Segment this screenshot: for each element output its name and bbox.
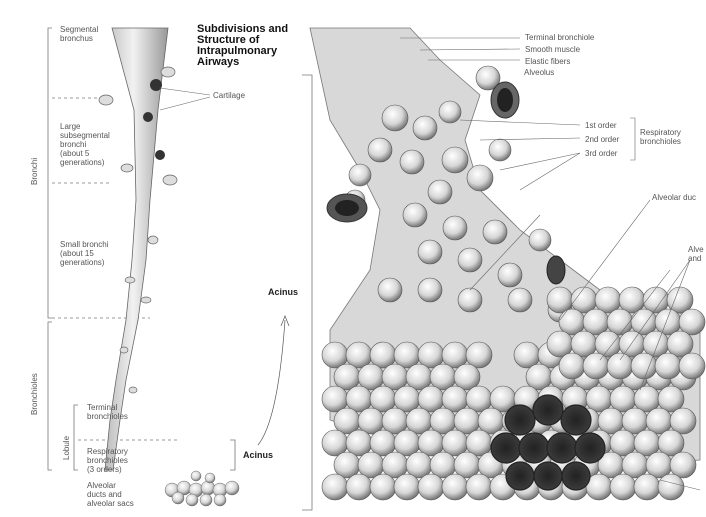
cartilage-leaders: [160, 88, 210, 110]
alveolus-shape: [483, 220, 507, 244]
alveolus-shape: [631, 353, 657, 379]
alveolus-shape: [428, 180, 452, 204]
alveolus-shape: [439, 101, 461, 123]
alveolus-shape: [322, 474, 348, 500]
diagram-title: Subdivisions and Structure of Intrapulmo…: [197, 24, 288, 68]
label-acinus-mid: Acinus: [268, 287, 298, 297]
side-label-bronchioles: Bronchioles: [30, 373, 39, 415]
alveolus-shape: [378, 278, 402, 302]
alveolus-shape: [413, 116, 437, 140]
alveolus-shape: [506, 462, 534, 490]
alveolus-shape: [658, 474, 684, 500]
alveolus-shape: [547, 433, 577, 463]
label-2nd-order: 2nd order: [585, 135, 619, 144]
alveolus-shape: [443, 216, 467, 240]
alveolus-shape: [418, 278, 442, 302]
label-acinus-left: Acinus: [243, 450, 273, 460]
left-brackets: [48, 28, 312, 510]
alveolus-shape: [349, 164, 371, 186]
alveolus-shape: [370, 474, 396, 500]
alveolus-shape: [442, 147, 468, 173]
alveolus-shape: [610, 474, 636, 500]
alveolus-shape: [655, 353, 681, 379]
label-cartilage: Cartilage: [213, 91, 245, 100]
alveolus-shape: [442, 474, 468, 500]
label-alveolar-duct: Alveolar duc: [652, 193, 696, 202]
alveolus-shape: [508, 288, 532, 312]
label-terminal-bronchiole: Terminal bronchiole: [525, 33, 594, 42]
side-label-bronchi: Bronchi: [30, 158, 39, 185]
alveolus-shape: [418, 240, 442, 264]
alveolus-shape: [466, 474, 492, 500]
alveolus-shape: [458, 248, 482, 272]
alveolus-shape: [346, 474, 372, 500]
label-1st-order: 1st order: [585, 121, 617, 130]
label-alveolus: Alveolus: [524, 68, 554, 77]
label-segmental-bronchus: Segmental bronchus: [60, 25, 98, 43]
alveolus-shape: [561, 405, 591, 435]
side-label-lobule: Lobule: [62, 436, 71, 460]
alveolus-shape: [403, 203, 427, 227]
alveolus-shape: [394, 474, 420, 500]
acinus-arrow: [258, 316, 289, 445]
alveolus-shape: [562, 462, 590, 490]
alveolus-shape: [529, 229, 551, 251]
label-3rd-order: 3rd order: [585, 149, 617, 158]
alveolus-shape: [679, 353, 705, 379]
alveolus-shape: [458, 288, 482, 312]
alveolus-shape: [575, 433, 605, 463]
alveolus-shape: [583, 353, 609, 379]
alveolus-shape: [489, 139, 511, 161]
alveolus-shape: [418, 474, 444, 500]
alveolus-shape: [607, 353, 633, 379]
alveolus-shape: [491, 433, 521, 463]
alveolus-shape: [634, 474, 660, 500]
label-respiratory-bronchioles-right: Respiratory bronchioles: [640, 128, 681, 146]
alveolus-shape: [498, 263, 522, 287]
alveolus-shape: [382, 105, 408, 131]
alveolus-shape: [559, 353, 585, 379]
label-alveolar-ducts: Alveolar ducts and alveolar sacs: [87, 481, 134, 508]
alveolus-shape: [519, 433, 549, 463]
label-terminal-bronchioles: Terminal bronchioles: [87, 403, 128, 421]
alveolus-shape: [533, 395, 563, 425]
alveolus-shape: [368, 138, 392, 162]
label-large-subsegmental: Large subsegmental bronchi (about 5 gene…: [60, 122, 110, 167]
label-smooth-muscle: Smooth muscle: [525, 45, 580, 54]
label-small-bronchi: Small bronchi (about 15 generations): [60, 240, 108, 267]
label-respiratory-bronchioles: Respiratory bronchioles (3 orders): [87, 447, 128, 474]
alveolus-shape: [467, 165, 493, 191]
alveolus-shape: [534, 462, 562, 490]
alveolus-shape: [505, 405, 535, 435]
label-elastic-fibers: Elastic fibers: [525, 57, 570, 66]
acinus-illustration: [310, 28, 705, 500]
alveolus-shape: [400, 150, 424, 174]
label-alveolar-sacs: Alve and: [688, 245, 704, 263]
